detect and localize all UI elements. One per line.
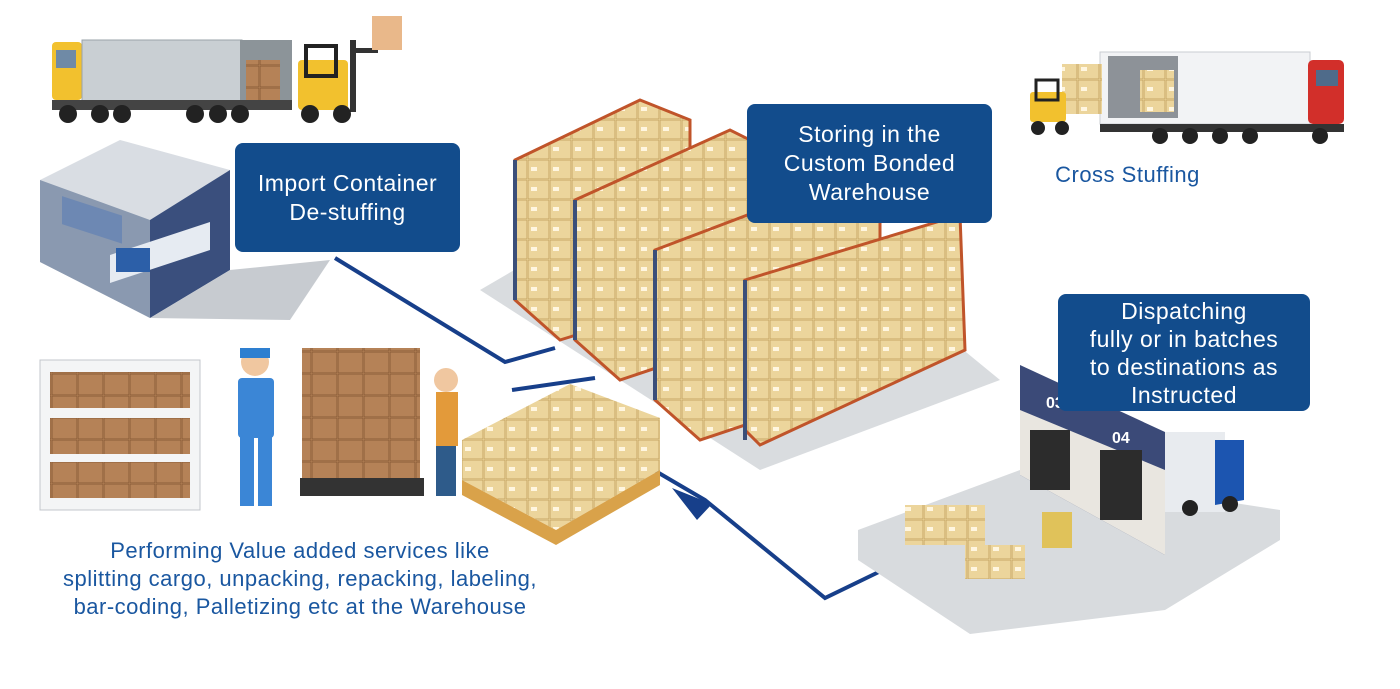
cross-stuffing-truck-illustration [1030, 51, 1344, 144]
step-cross-stuffing: Cross Stuffing [1055, 162, 1200, 187]
import-warehouse-illustration [40, 140, 330, 320]
dispatch-dock-illustration: 03 04 [858, 365, 1280, 634]
value-added-services-illustration [39, 348, 660, 545]
dock-number-04: 04 [1112, 430, 1130, 447]
step-import-container-destuffing: Import Container De-stuffing [235, 143, 460, 252]
connector-services-to-dispatch [638, 460, 888, 601]
flow-connectors [333, 256, 888, 601]
container-truck-illustration [52, 39, 292, 123]
arrow-head-icon [672, 488, 712, 520]
step-value-added-services: Performing Value added services like spl… [62, 538, 538, 619]
connector-import-to-storage [333, 256, 556, 365]
connector-storage-to-services [511, 376, 596, 392]
storage-racks-illustration [480, 98, 1000, 470]
forklift-illustration [298, 16, 402, 123]
step-dispatching: Dispatching fully or in batches to desti… [1058, 294, 1310, 411]
step-storing-bonded-warehouse: Storing in the Custom Bonded Warehouse [747, 104, 992, 223]
